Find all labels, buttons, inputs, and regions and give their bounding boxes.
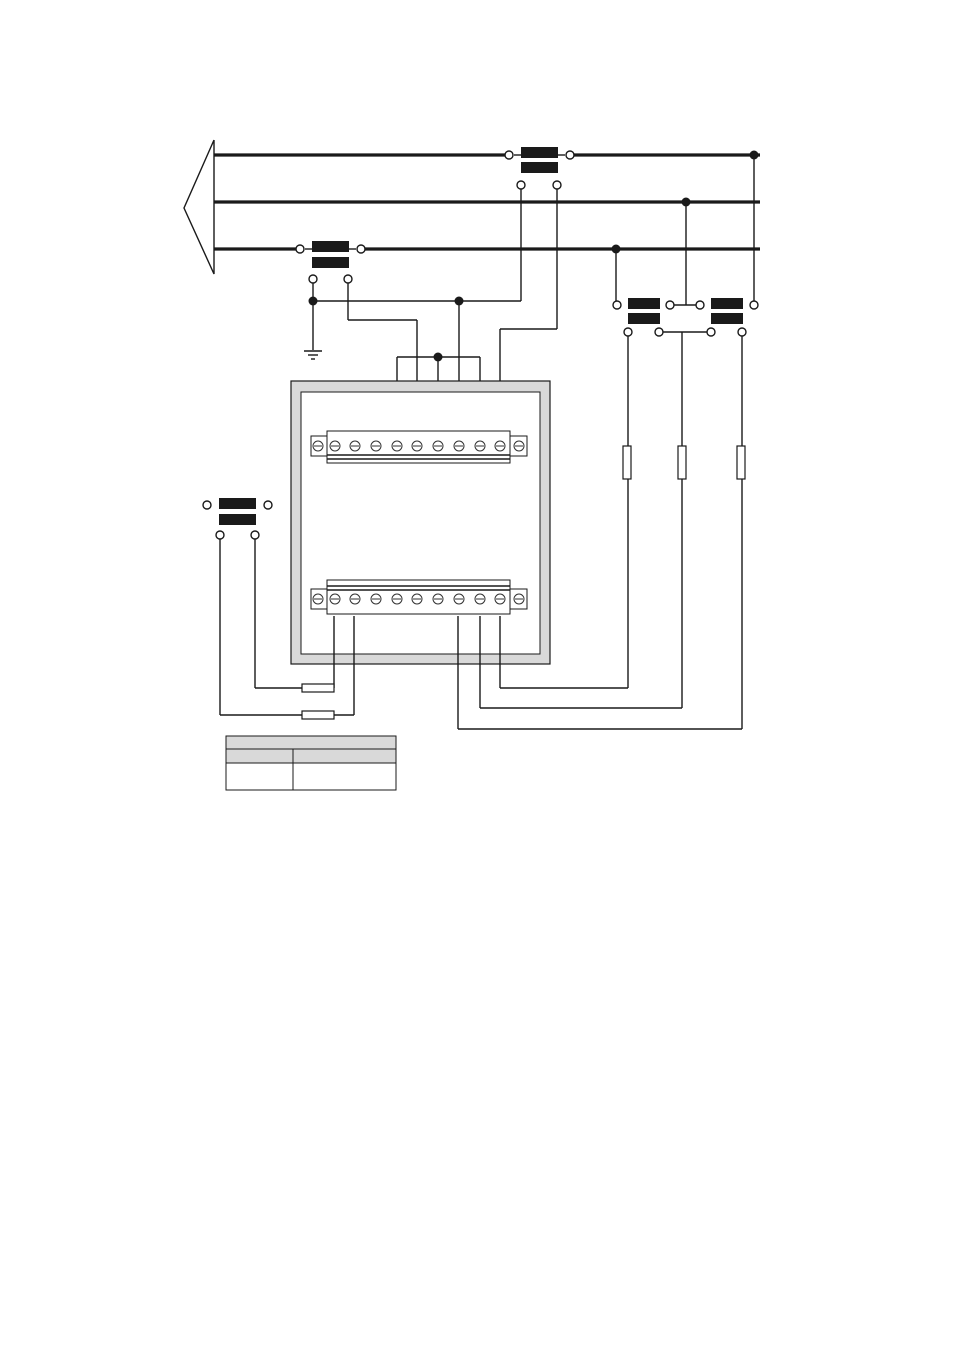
- fuse: [301, 710, 335, 720]
- auxiliary-transformer: [202, 498, 273, 540]
- top-terminal-block: [310, 430, 528, 464]
- source-arrow: [183, 139, 215, 275]
- current-transformer-bottom: [295, 241, 366, 284]
- auxiliary-supply-wiring: [219, 539, 355, 720]
- fuse: [622, 445, 632, 480]
- fuse: [736, 445, 746, 480]
- ground-icon: [304, 350, 322, 360]
- voltage-input-wiring: [457, 332, 746, 730]
- current-transformer-top: [504, 147, 575, 190]
- voltage-transformers: [612, 155, 759, 337]
- fuse: [301, 683, 335, 693]
- fuse: [677, 445, 687, 480]
- instrument-housing: [290, 380, 551, 665]
- legend-table: [225, 735, 397, 791]
- bottom-terminal-block: [310, 579, 528, 615]
